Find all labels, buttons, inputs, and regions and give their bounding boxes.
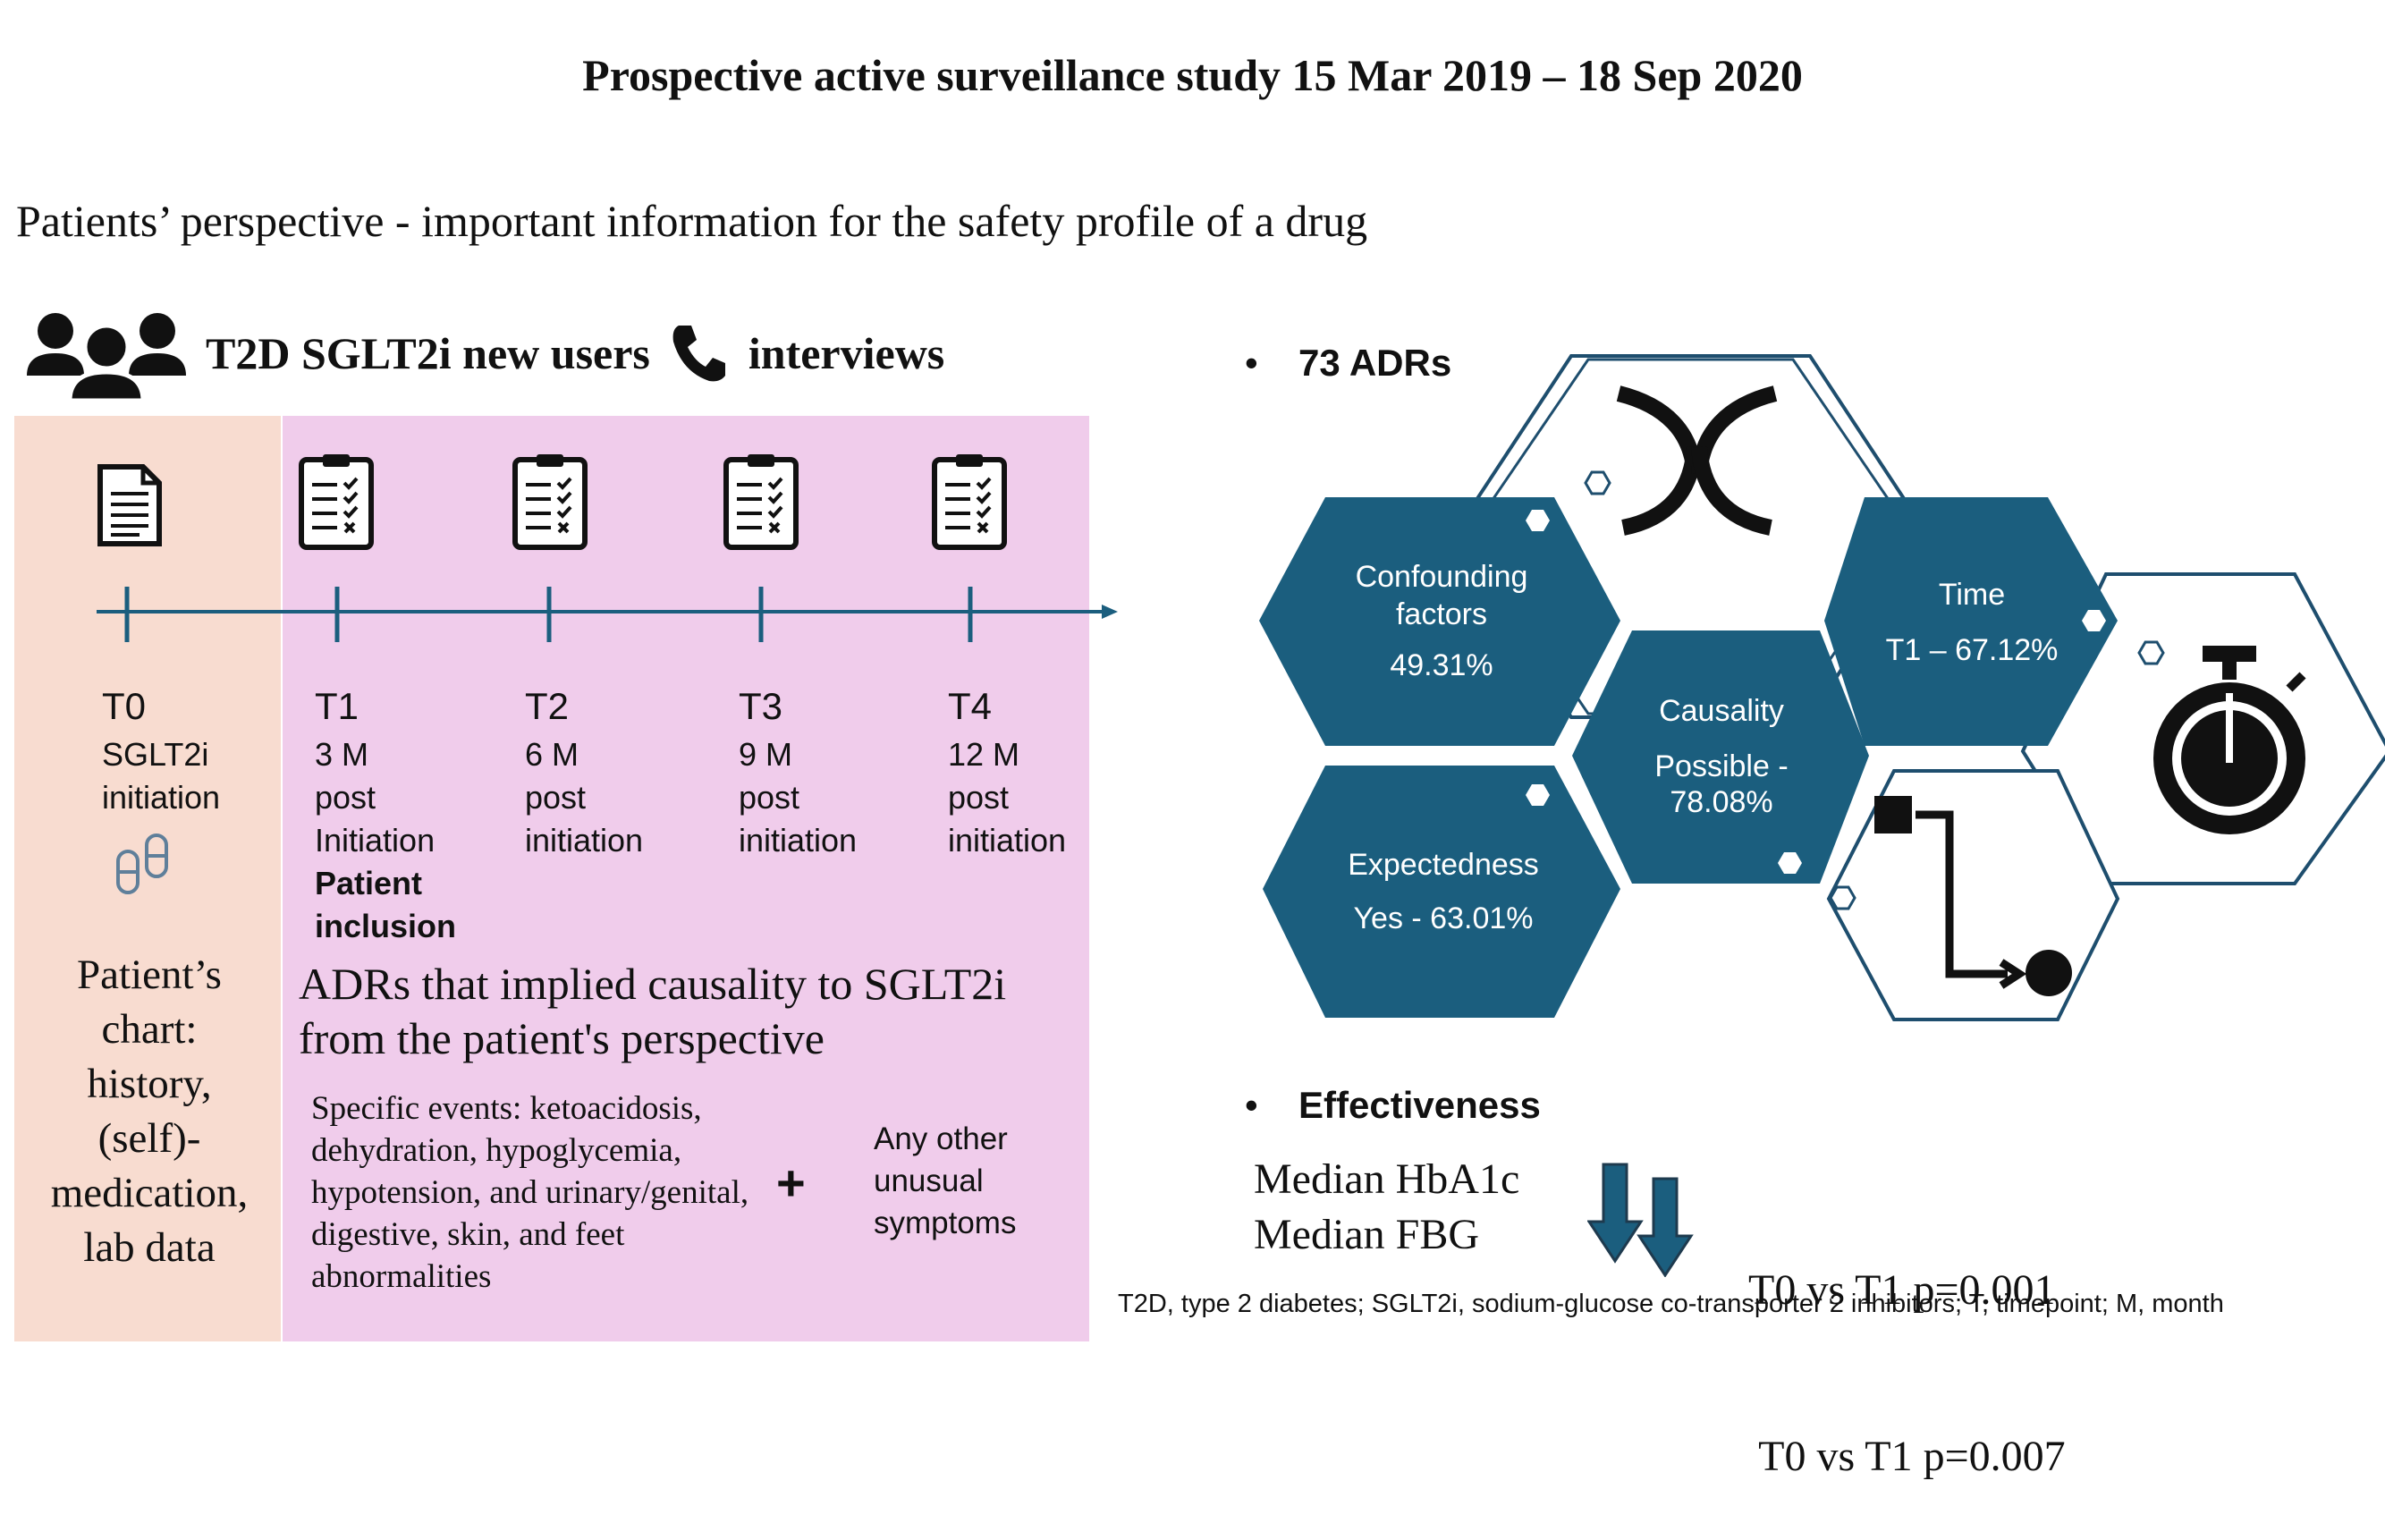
alert-burst-icon [1616,385,1778,536]
small-hexagon-icon [1584,470,1611,495]
checklist-clipboard-icon-t2 [512,454,588,550]
timepoint-line: initiation [948,822,1067,859]
measure-fbg: Median FBG [1254,1211,1479,1258]
chart-line: Patient’s [77,952,222,998]
bullet-dot: • [1245,342,1258,384]
comparison-hba1c: T0 vs T1 p=0.001 [1748,1266,2056,1314]
confounding-label-2: factors [1396,597,1487,631]
timeline-arrowhead [1102,605,1118,619]
page-subtitle: Patients’ perspective - important inform… [16,196,1368,246]
causality-label: Causality [1659,694,1784,728]
timepoint-name: T4 [948,685,993,727]
timepoint-name: T0 [102,685,147,727]
timepoint-line: initiation [102,779,221,816]
timepoint-line: initiation [739,822,858,859]
chart-line: lab data [83,1224,216,1271]
chart-line: history, [87,1061,212,1107]
confounding-label-1: Confounding [1356,560,1528,594]
adr-count: 73 ADRs [1298,342,1452,384]
bullet-dot: • [1245,1084,1258,1126]
measure-hba1c: Median HbA1c [1254,1155,1520,1203]
small-hexagon-icon [1526,510,1550,531]
other-symptoms: Any other unusual symptoms [874,1121,1017,1240]
process-arrow-icon [1874,796,2072,996]
document-icon [97,464,162,546]
decrease-arrows-icon [1587,1163,1694,1277]
timepoint-bold-line: inclusion [315,908,457,944]
timepoint-line: 12 M [948,736,1020,773]
timepoint-line: 9 M [739,736,793,773]
effectiveness-measures: Median HbA1c Median FBG [1254,1152,1519,1263]
timeline-graphic [97,454,1118,894]
followup-panel [283,416,1089,1341]
method-label: interviews [748,328,945,378]
timepoint-line: post [525,779,587,816]
effectiveness-comparisons: T0 vs T1 p=0.001 T0 vs T1 p=0.007 [1748,1152,2066,1540]
checklist-clipboard-icon-t3 [723,454,799,550]
page-title: Prospective active surveillance study 15… [582,50,1803,100]
timepoint-t4: T4 12 M post initiation [948,680,1066,862]
time-hexagon: Time T1 – 67.12% [1824,497,2118,746]
baseline-panel [14,416,281,1341]
timepoint-line: Initiation [315,822,436,859]
timepoint-line: post [315,779,376,816]
checklist-clipboard-icon-t1 [299,454,374,550]
people-group-icon [27,313,186,402]
adr-count-bullet: • 73 ADRs [1245,342,1451,385]
timepoint-name: T2 [525,685,570,727]
confounding-factors-hexagon: Confounding factors 49.31% [1259,497,1620,746]
timepoint-line: post [948,779,1010,816]
chart-line: (self)- [97,1115,201,1162]
stopwatch-hexagon [2020,572,2385,885]
cohort-row: T2D SGLT2i new users interviews [27,304,944,402]
timepoint-line: SGLT2i [102,736,209,773]
footnote: T2D, type 2 diabetes; SGLT2i, sodium-glu… [1118,1290,2224,1318]
timepoint-t1: T1 3 M post Initiation Patient inclusion [315,680,456,948]
small-hexagon-icon [1778,852,1802,874]
stopwatch-icon [2153,646,2306,834]
small-hexagon-icon [1526,784,1550,806]
chart-line: chart: [101,1006,198,1053]
timepoint-name: T1 [315,685,359,727]
effectiveness-bullet: • Effectiveness [1245,1084,1541,1127]
effectiveness-heading: Effectiveness [1298,1084,1541,1126]
plus-sign: + [776,1155,806,1211]
timepoint-t2: T2 6 M post initiation [525,680,643,862]
phone-icon [672,326,725,382]
expectedness-value: Yes - 63.01% [1354,901,1534,935]
time-value: T1 – 67.12% [1886,633,2059,667]
small-hexagon-icon [2137,640,2165,665]
checklist-clipboard-icon-t4 [932,454,1007,550]
timepoint-t0: T0 SGLT2i initiation [102,680,220,819]
specific-events: Specific events: ketoacidosis, dehydrati… [311,1090,749,1295]
timepoint-line: initiation [525,822,644,859]
timepoint-line: 3 M [315,736,369,773]
causality-value-2: 78.08% [1670,785,1772,819]
timepoint-t3: T3 9 M post initiation [739,680,857,862]
patient-chart-description: Patient’s chart: history, (self)- medica… [20,948,279,1275]
causality-hexagon: Causality Possible - 78.08% [1572,630,1869,884]
process-flow-hexagon [1826,769,2120,1021]
comparison-fbg: T0 vs T1 p=0.007 [1748,1433,2066,1480]
time-label: Time [1939,578,2005,612]
adr-hexagon-cluster: Confounding factors 49.31% Time T1 – 67.… [1259,354,2385,1021]
expectedness-label: Expectedness [1348,848,1539,882]
expectedness-hexagon: Expectedness Yes - 63.01% [1263,766,1620,1018]
small-hexagon-icon [1829,885,1856,910]
adr-heading: ADRs that implied causality to SGLT2i fr… [299,959,1007,1063]
small-hexagon-icon [2082,610,2106,631]
timepoint-line: post [739,779,800,816]
timepoint-line: 6 M [525,736,579,773]
causality-value-1: Possible - [1654,749,1788,783]
population-label: T2D SGLT2i new users [206,328,650,378]
confounding-value: 49.31% [1390,648,1493,682]
chart-line: medication, [50,1170,249,1216]
timepoint-name: T3 [739,685,783,727]
capsule-pills-icon [116,833,168,894]
timepoint-bold-line: Patient [315,865,423,901]
